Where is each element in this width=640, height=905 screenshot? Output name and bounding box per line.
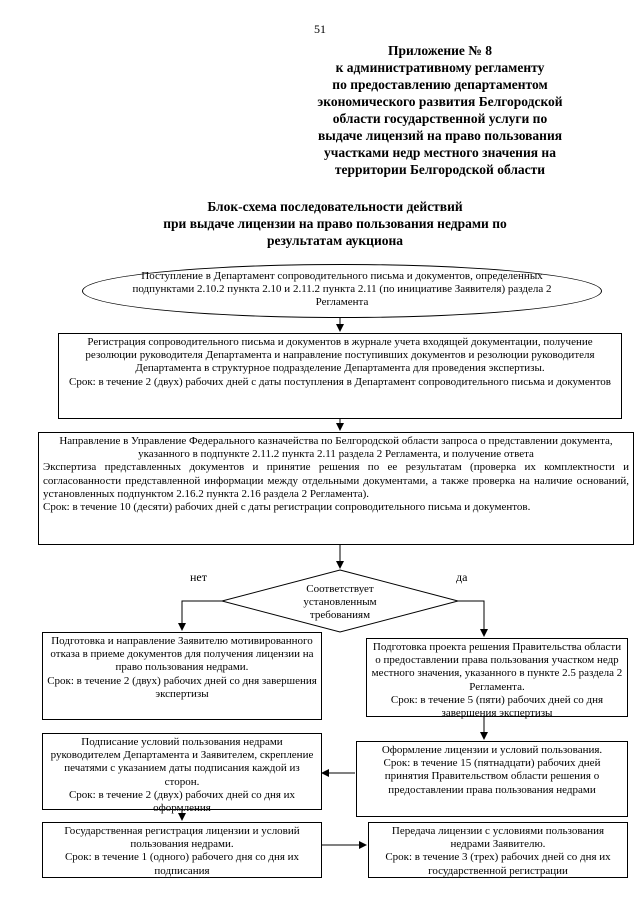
appendix-line: участками недр местного значения на: [324, 145, 556, 160]
request-term: Срок: в течение 10 (десяти) рабочих дней…: [43, 501, 531, 514]
refusal-step: Подготовка и направление Заявителю мотив…: [42, 632, 322, 720]
refusal-term: Срок: в течение 2 (двух) рабочих дней со…: [47, 674, 317, 700]
request-text-1: Направление в Управление Федерального ка…: [59, 435, 613, 461]
license-transfer-term: Срок: в течение 3 (трех) рабочих дней со…: [385, 851, 611, 877]
page-number: 51: [314, 22, 326, 36]
signing-step: Подписание условий пользования недрами р…: [42, 733, 322, 814]
appendix-line: территории Белгородской области: [334, 162, 546, 177]
license-transfer-step: Передача лицензии с условиями пользовани…: [368, 822, 628, 878]
license-preparation-step: Оформление лицензии и условий пользовани…: [356, 741, 628, 817]
branch-no-label: нет: [190, 570, 207, 584]
arrow-yes-branch: [458, 600, 488, 637]
appendix-line: выдаче лицензий на право пользования: [317, 128, 563, 143]
registration-step: Регистрация сопроводительного письма и д…: [58, 333, 622, 419]
draft-decision-text: Подготовка проекта решения Правительства…: [371, 641, 623, 693]
signing-text: Подписание условий пользования недрами р…: [50, 736, 314, 788]
draft-decision-term: Срок: в течение 5 (пяти) рабочих дней со…: [390, 693, 604, 720]
decision-diamond-shape: [220, 569, 460, 633]
start-text: Поступление в Департамент сопроводительн…: [132, 270, 552, 309]
appendix-line: к административному регламенту: [335, 60, 545, 75]
appendix-header: Приложение № 8 к административному регла…: [270, 42, 610, 178]
title-line: Блок-схема последовательности действий: [207, 199, 463, 214]
branch-yes-label: да: [456, 570, 468, 584]
state-registration-term: Срок: в течение 1 (одного) рабочего дня …: [64, 851, 300, 877]
appendix-line: Приложение № 8: [388, 43, 492, 58]
start-node: Поступление в Департамент сопроводительн…: [82, 264, 602, 318]
arrow-no-branch: [178, 600, 222, 631]
refusal-text: Подготовка и направление Заявителю мотив…: [50, 635, 314, 674]
decision-text: Соответствует установленным требованиям: [303, 583, 377, 622]
appendix-line: по предоставлению департаментом: [332, 77, 548, 92]
request-text-2: Экспертиза представленных документов и п…: [43, 461, 629, 500]
registration-term: Срок: в течение 2 (двух) рабочих дней с …: [69, 375, 611, 388]
appendix-line: области государственной услуги по: [332, 111, 548, 126]
registration-text: Регистрация сопроводительного письма и д…: [85, 336, 595, 375]
signing-term: Срок: в течение 2 (двух) рабочих дней со…: [68, 788, 296, 815]
title-line: при выдаче лицензии на право пользования…: [163, 216, 507, 231]
flowchart-title: Блок-схема последовательности действий п…: [100, 198, 570, 249]
draft-decision-step: Подготовка проекта решения Правительства…: [366, 638, 628, 720]
state-registration-step: Государственная регистрация лицензии и у…: [42, 822, 322, 878]
license-preparation-term: Срок: в течение 15 (пятнадцати) рабочих …: [383, 757, 601, 796]
appendix-line: экономического развития Белгородской: [317, 94, 563, 109]
state-registration-text: Государственная регистрация лицензии и у…: [64, 825, 300, 851]
title-line: результатам аукциона: [267, 233, 403, 248]
license-transfer-text: Передача лицензии с условиями пользовани…: [391, 825, 605, 851]
request-step: Направление в Управление Федерального ка…: [38, 432, 634, 545]
license-preparation-text: Оформление лицензии и условий пользовани…: [381, 744, 603, 756]
